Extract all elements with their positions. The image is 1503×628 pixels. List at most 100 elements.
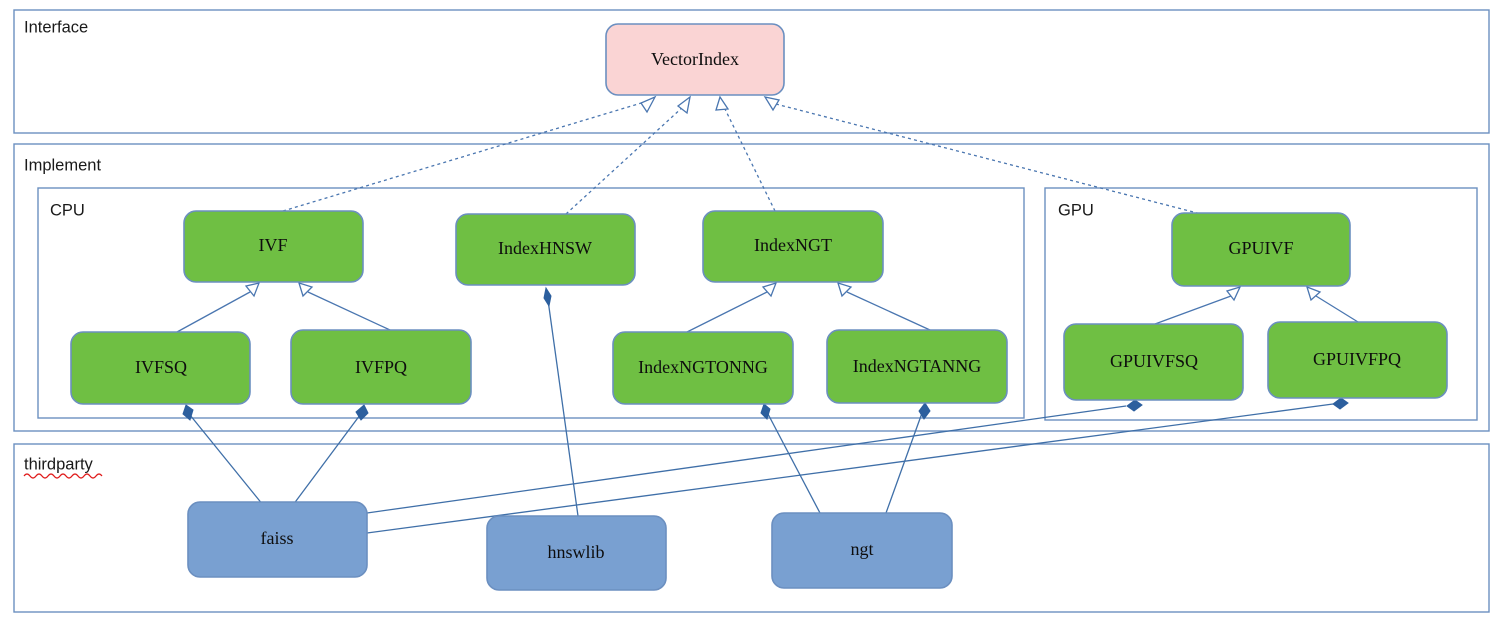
edge-faiss-to-ivfsq: [182, 404, 264, 506]
hollow-triangle-arrowhead: [676, 95, 691, 115]
node-label: IVFPQ: [355, 357, 407, 377]
edge-line: [565, 105, 685, 215]
edge-indexngtonng-to-indexngt: [686, 281, 778, 333]
edge-faiss-to-gpuivfpq: [366, 397, 1349, 534]
node-label: hnswlib: [547, 542, 604, 562]
edge-ivf-to-vectorindex: [282, 95, 657, 212]
hollow-triangle-arrowhead: [640, 95, 657, 114]
edge-line: [547, 299, 579, 517]
node-box[interactable]: [771, 512, 953, 589]
node-box[interactable]: [70, 331, 251, 405]
filled-diamond-marker: [182, 404, 194, 421]
group-label-gpu: GPU: [1058, 201, 1094, 219]
filled-diamond-marker: [1332, 397, 1349, 410]
edge-line: [176, 291, 251, 333]
node-gpuivf[interactable]: GPUIVF: [1171, 212, 1351, 287]
node-box[interactable]: [1267, 321, 1448, 399]
node-gpuivfsq[interactable]: GPUIVFSQ: [1063, 323, 1244, 401]
edge-indexhnsw-to-vectorindex: [565, 95, 691, 215]
edge-faiss-to-gpuivfsq: [366, 399, 1143, 514]
node-box[interactable]: [1063, 323, 1244, 401]
edge-line: [686, 291, 768, 333]
edge-line: [292, 414, 361, 506]
node-label: GPUIVFSQ: [1110, 351, 1198, 371]
edge-ngt-to-indexngtanng: [885, 402, 931, 514]
edge-line: [767, 413, 821, 514]
edge-line: [189, 414, 264, 506]
nodes-layer: VectorIndex IVF IndexHNSW IndexNGT IVFSQ: [70, 23, 1448, 591]
node-label: IndexNGTONNG: [638, 357, 768, 377]
edges-layer: [176, 95, 1359, 534]
edge-ivfsq-to-ivf: [176, 282, 261, 333]
node-ivf[interactable]: IVF: [183, 210, 364, 283]
edge-hnswlib-to-indexhnsw: [543, 286, 579, 517]
edge-line: [307, 291, 391, 331]
edge-gpuivfsq-to-gpuivf: [1154, 285, 1242, 325]
group-label-thirdparty: thirdparty: [24, 455, 94, 473]
node-indexngt[interactable]: IndexNGT: [702, 210, 884, 283]
hollow-triangle-arrowhead: [761, 281, 778, 298]
filled-diamond-marker: [760, 403, 771, 420]
node-box[interactable]: [187, 501, 368, 578]
node-box[interactable]: [1171, 212, 1351, 287]
node-hnswlib[interactable]: hnswlib: [486, 515, 667, 591]
filled-diamond-marker: [1126, 399, 1143, 412]
node-box[interactable]: [455, 213, 636, 286]
edge-line: [723, 106, 776, 212]
filled-diamond-marker: [918, 402, 931, 420]
edge-line: [282, 100, 649, 212]
node-vectorindex[interactable]: VectorIndex: [605, 23, 785, 96]
node-indexngtonng[interactable]: IndexNGTONNG: [612, 331, 794, 405]
edge-line: [366, 405, 1127, 514]
edge-line: [846, 291, 931, 331]
node-label: IVF: [258, 235, 287, 255]
node-box[interactable]: [612, 331, 794, 405]
node-ivfpq[interactable]: IVFPQ: [290, 329, 472, 405]
node-label: ngt: [850, 539, 873, 559]
node-label: GPUIVFPQ: [1313, 349, 1401, 369]
node-box[interactable]: [183, 210, 364, 283]
spellcheck-squiggle-thirdparty: [23, 473, 103, 479]
hollow-triangle-arrowhead: [715, 95, 730, 111]
hollow-triangle-arrowhead: [763, 96, 781, 112]
edge-gpuivfpq-to-gpuivf: [1305, 285, 1359, 323]
edge-ivfpq-to-ivf: [298, 282, 391, 331]
hollow-triangle-arrowhead: [298, 282, 314, 298]
edge-line: [366, 403, 1334, 534]
node-box[interactable]: [826, 329, 1008, 404]
node-label: VectorIndex: [651, 49, 739, 69]
node-box[interactable]: [486, 515, 667, 591]
edge-line: [1154, 295, 1232, 325]
node-indexngtanng[interactable]: IndexNGTANNG: [826, 329, 1008, 404]
node-box[interactable]: [702, 210, 884, 283]
edge-line: [771, 102, 1206, 216]
node-ngt[interactable]: ngt: [771, 512, 953, 589]
edge-indexngtanng-to-indexngt: [837, 282, 931, 331]
node-faiss[interactable]: faiss: [187, 501, 368, 578]
hollow-triangle-arrowhead: [1225, 285, 1242, 302]
group-label-cpu: CPU: [50, 201, 85, 219]
edge-gpuivf-to-vectorindex: [763, 96, 1206, 216]
node-label: IndexNGT: [754, 235, 832, 255]
hollow-triangle-arrowhead: [1305, 285, 1322, 302]
edge-faiss-to-ivfpq: [292, 404, 369, 506]
node-label: IndexHNSW: [498, 238, 592, 258]
filled-diamond-marker: [355, 404, 369, 421]
node-label: faiss: [261, 528, 294, 548]
hollow-triangle-arrowhead: [837, 282, 853, 298]
group-label-interface: Interface: [24, 18, 88, 36]
group-label-implement: Implement: [24, 156, 101, 174]
node-indexhnsw[interactable]: IndexHNSW: [455, 213, 636, 286]
node-label: IVFSQ: [135, 357, 187, 377]
edge-ngt-to-indexngtonng: [760, 403, 821, 514]
filled-diamond-marker: [543, 286, 552, 308]
node-label: IndexNGTANNG: [853, 356, 982, 376]
node-gpuivfpq[interactable]: GPUIVFPQ: [1267, 321, 1448, 399]
edge-indexngt-to-vectorindex: [715, 95, 776, 212]
node-box[interactable]: [290, 329, 472, 405]
node-box[interactable]: [605, 23, 785, 96]
node-ivfsq[interactable]: IVFSQ: [70, 331, 251, 405]
edge-line: [1315, 295, 1359, 323]
